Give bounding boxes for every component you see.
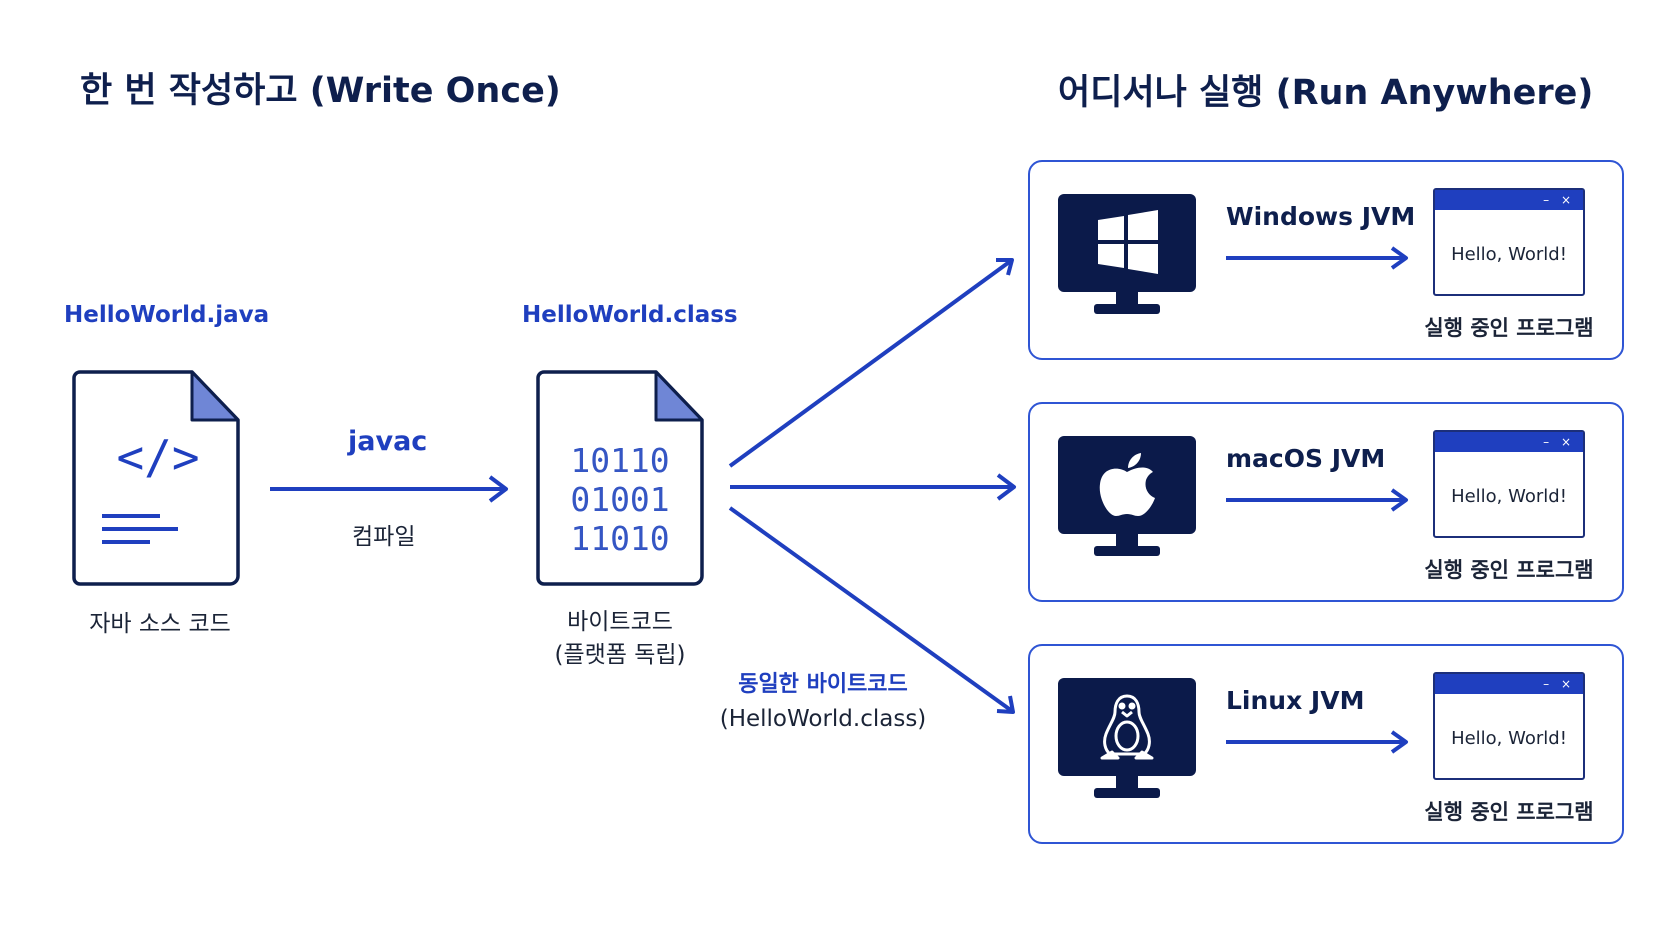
compile-arrow (270, 475, 508, 503)
program-window: – × Hello, World! (1433, 430, 1585, 538)
bytecode-filename: HelloWorld.class (522, 302, 738, 328)
same-bytecode-line1: 동일한 바이트코드 (738, 672, 908, 697)
apple-logo-icon (1099, 453, 1155, 516)
platform-card-linux: Linux JVM – × Hello, World! 실행 중인 프로그램 (1028, 644, 1624, 844)
window-titlebar: – × (1435, 674, 1583, 694)
window-controls[interactable]: – × (1543, 193, 1575, 207)
program-window: – × Hello, World! (1433, 672, 1585, 780)
jvm-label: Linux JVM (1226, 686, 1365, 715)
run-anywhere-title: 어디서나 실행 (Run Anywhere) (1058, 73, 1594, 113)
platform-card-windows: Windows JVM – × Hello, World! 실행 중인 프로그램 (1028, 160, 1624, 360)
window-titlebar: – × (1435, 190, 1583, 210)
running-status: 실행 중인 프로그램 (1424, 558, 1594, 582)
source-filename: HelloWorld.java (64, 302, 270, 328)
compile-command: javac (348, 426, 428, 457)
binary-line: 11010 (570, 519, 669, 558)
monitor-icon (1058, 436, 1196, 556)
tux-penguin-icon (1100, 694, 1154, 760)
source-caption: 자바 소스 코드 (89, 611, 231, 637)
running-status: 실행 중인 프로그램 (1424, 316, 1594, 340)
same-bytecode-label: 동일한 바이트코드 (HelloWorld.class) (718, 668, 928, 736)
write-once-title: 한 번 작성하고 (Write Once) (80, 71, 561, 111)
bytecode-caption: 바이트코드 (플랫폼 독립) (522, 606, 718, 672)
distribution-arrows (728, 258, 1016, 714)
window-titlebar: – × (1435, 432, 1583, 452)
binary-file-icon: 10110 01001 11010 (536, 370, 704, 586)
arrow-to-linux (728, 506, 1014, 713)
window-output: Hello, World! (1451, 486, 1567, 507)
code-file-icon: </> (72, 370, 240, 586)
bytecode-caption-line1: 바이트코드 (567, 609, 673, 635)
arrow-to-windows (728, 258, 1014, 468)
code-symbol: </> (116, 430, 199, 484)
windows-logo-icon (1098, 210, 1158, 274)
platform-card-macos: macOS JVM – × Hello, World! 실행 중인 프로그램 (1028, 402, 1624, 602)
window-controls[interactable]: – × (1543, 677, 1575, 691)
jvm-label: Windows JVM (1226, 202, 1416, 231)
bytecode-caption-line2: (플랫폼 독립) (554, 642, 686, 668)
run-arrow (1226, 246, 1408, 270)
program-window: – × Hello, World! (1433, 188, 1585, 296)
window-output: Hello, World! (1451, 728, 1567, 749)
binary-line: 10110 (570, 441, 669, 480)
run-arrow (1226, 730, 1408, 754)
window-output: Hello, World! (1451, 244, 1567, 265)
running-status: 실행 중인 프로그램 (1424, 800, 1594, 824)
monitor-icon (1058, 678, 1196, 798)
window-controls[interactable]: – × (1543, 435, 1575, 449)
compile-caption: 컴파일 (352, 524, 416, 550)
same-bytecode-line2: (HelloWorld.class) (719, 706, 927, 732)
binary-line: 01001 (570, 480, 669, 519)
jvm-label: macOS JVM (1226, 444, 1386, 473)
monitor-icon (1058, 194, 1196, 314)
run-arrow (1226, 488, 1408, 512)
